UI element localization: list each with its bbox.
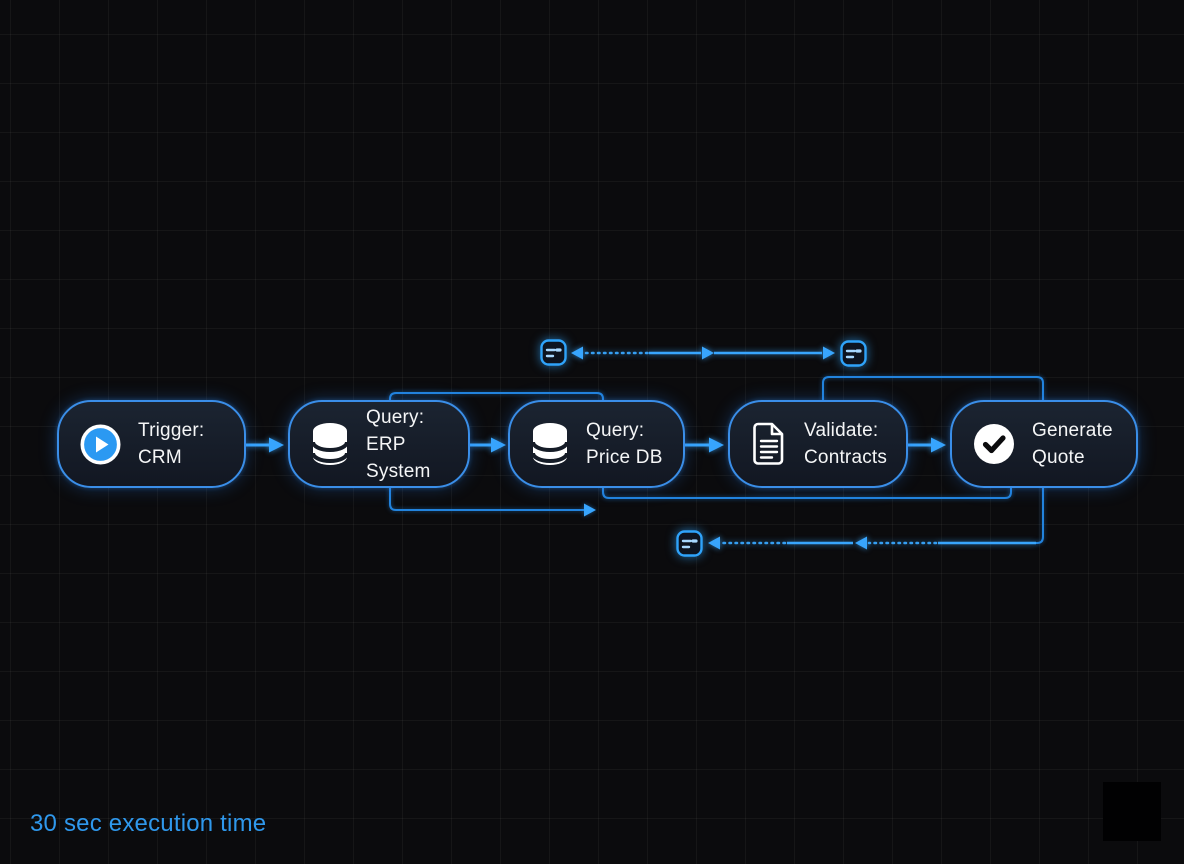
message-lines-glyph bbox=[840, 340, 867, 367]
arrowhead-right-icon bbox=[269, 437, 284, 453]
node-trigger-crm[interactable]: Trigger: CRM bbox=[57, 400, 246, 488]
arrowhead-right-icon bbox=[584, 503, 596, 517]
loop-connection-left bbox=[389, 392, 1012, 517]
message-lines-glyph bbox=[540, 339, 567, 366]
arrowhead-right-icon bbox=[702, 346, 714, 360]
bottom-flow-line bbox=[708, 536, 1036, 550]
message-lines-icon[interactable] bbox=[840, 340, 867, 367]
message-lines-glyph bbox=[676, 530, 703, 557]
play-icon bbox=[80, 423, 121, 465]
database-icon bbox=[531, 423, 569, 465]
node-query-erp-system[interactable]: Query: ERP System bbox=[288, 400, 470, 488]
arrowhead-right-icon bbox=[491, 437, 506, 453]
dark-square-overlay bbox=[1103, 782, 1161, 841]
node-validate-contracts[interactable]: Validate: Contracts bbox=[728, 400, 908, 488]
check-icon bbox=[974, 424, 1014, 464]
document-icon bbox=[753, 422, 784, 465]
node-label: Trigger: CRM bbox=[138, 420, 205, 468]
arrowhead-left-icon bbox=[855, 536, 867, 550]
loop-connection-left-path bbox=[389, 392, 1012, 511]
arrowhead-right-icon bbox=[931, 437, 946, 453]
node-query-price-db[interactable]: Query: Price DB bbox=[508, 400, 685, 488]
execution-time-label: 30 sec execution time bbox=[30, 810, 267, 837]
node-generate-quote[interactable]: Generate Quote bbox=[950, 400, 1138, 488]
arrowhead-left-icon bbox=[571, 346, 583, 360]
top-flow-line bbox=[571, 346, 835, 360]
message-lines-icon[interactable] bbox=[540, 339, 567, 366]
message-lines-icon[interactable] bbox=[676, 530, 703, 557]
arrowhead-right-icon bbox=[823, 346, 835, 360]
arrowhead-right-icon bbox=[709, 437, 724, 453]
node-label: Query: ERP System bbox=[366, 406, 431, 482]
database-icon bbox=[311, 423, 349, 465]
arrowhead-left-icon bbox=[708, 536, 720, 550]
node-label: Validate: Contracts bbox=[804, 420, 888, 468]
node-label: Query: Price DB bbox=[586, 420, 663, 468]
node-label: Generate Quote bbox=[1032, 420, 1113, 468]
